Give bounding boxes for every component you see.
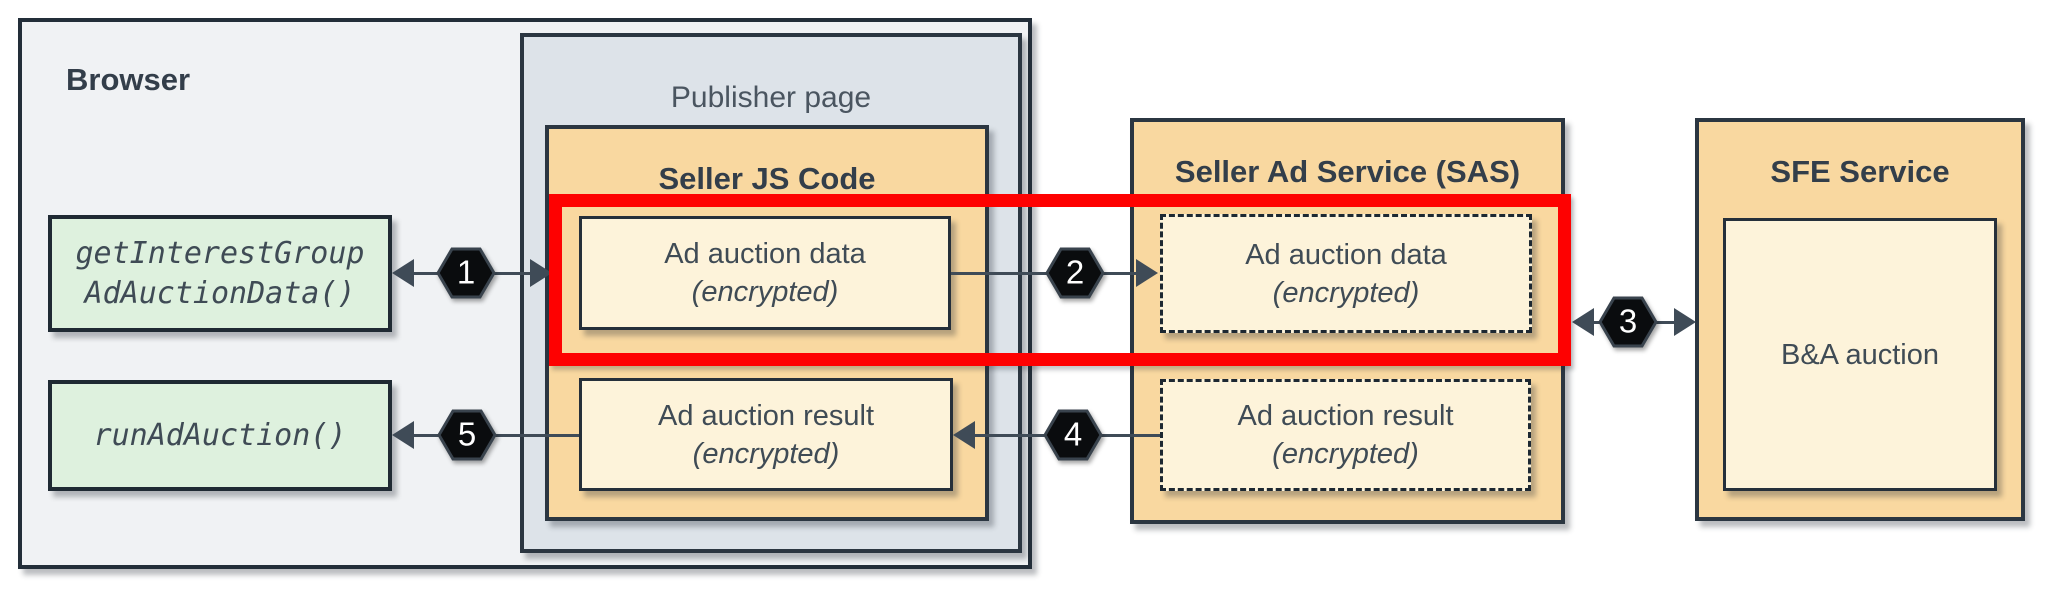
sfe-service-label: SFE Service (1770, 154, 1950, 189)
hexagon-icon (1043, 409, 1103, 461)
hexagon-icon (437, 409, 497, 461)
step-4-number: 4 (1063, 415, 1083, 453)
step-5-badge: 5 (437, 409, 497, 461)
seller-ad-service-label: Seller Ad Service (SAS) (1174, 154, 1521, 189)
sas-ad-auction-result-title: Ad auction result (1237, 400, 1454, 432)
sas-ad-auction-data-title: Ad auction data (1245, 238, 1447, 271)
hexagon-icon (1045, 247, 1105, 299)
step-5-number: 5 (457, 415, 477, 453)
seller-js-ad-auction-data-note: (encrypted) (691, 276, 839, 308)
get-interest-group-line1: getInterestGroup (75, 235, 365, 271)
arrow-3-left-arrowhead-icon (1572, 308, 1594, 336)
arrow-4-arrowhead-icon (953, 421, 975, 449)
arrow-5-arrowhead-icon (392, 421, 414, 449)
arrow-2-arrowhead-icon (1136, 259, 1158, 287)
sas-ad-auction-data-note: (encrypted) (1272, 276, 1420, 309)
publisher-page-label: Publisher page (670, 81, 872, 114)
step-1-badge: 1 (436, 247, 496, 299)
step-2-number: 2 (1065, 253, 1085, 291)
seller-js-ad-auction-result-box: Ad auction result (encrypted) (579, 378, 953, 491)
ba-auction-label: B&A auction (1781, 338, 1939, 371)
run-ad-auction-box: runAdAuction() (48, 380, 392, 491)
seller-js-code-label: Seller JS Code (658, 161, 876, 196)
browser-label: Browser (66, 62, 191, 97)
sas-ad-auction-result-note: (encrypted) (1272, 438, 1419, 470)
arrow-3-right-arrowhead-icon (1674, 308, 1696, 336)
get-interest-group-ad-auction-data-box: getInterestGroup AdAuctionData() (48, 215, 392, 332)
step-4-badge: 4 (1043, 409, 1103, 461)
step-1-number: 1 (456, 253, 476, 291)
hexagon-icon (436, 247, 496, 299)
run-ad-auction-label: runAdAuction() (93, 417, 347, 453)
sas-ad-auction-data-box: Ad auction data (encrypted) (1160, 214, 1532, 333)
seller-js-ad-auction-result-title: Ad auction result (657, 399, 874, 432)
get-interest-group-line2: AdAuctionData() (84, 275, 356, 311)
sas-ad-auction-result-box: Ad auction result (encrypted) (1160, 379, 1531, 491)
step-2-badge: 2 (1045, 247, 1105, 299)
ba-auction-box: B&A auction (1723, 218, 1997, 491)
highlight-rectangle (549, 194, 1571, 366)
arrow-1-left-arrowhead-icon (392, 259, 414, 287)
step-3-number: 3 (1618, 302, 1638, 340)
seller-js-ad-auction-data-box: Ad auction data (encrypted) (579, 216, 951, 330)
step-3-badge: 3 (1598, 296, 1658, 348)
arrow-2-line (951, 272, 1138, 275)
seller-js-ad-auction-result-note: (encrypted) (692, 437, 840, 470)
arrow-1-right-arrowhead-icon (530, 259, 552, 287)
seller-js-ad-auction-data-title: Ad auction data (664, 238, 866, 270)
hexagon-icon (1598, 296, 1658, 348)
